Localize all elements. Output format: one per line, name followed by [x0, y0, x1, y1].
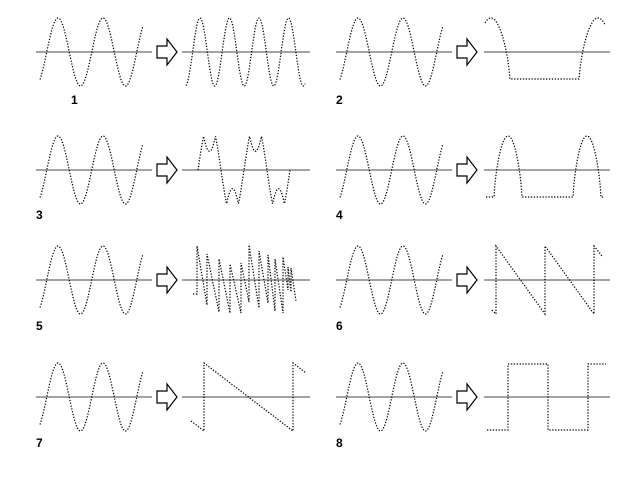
panel-label-3: 3 [36, 208, 43, 222]
input-sine-wave-4 [339, 135, 444, 205]
output-wave-7 [190, 361, 307, 433]
output-wave-4 [486, 135, 604, 198]
arrow-icon-7 [156, 382, 178, 412]
panel-label-5: 5 [36, 319, 43, 333]
input-sine-wave-5 [39, 245, 144, 315]
arrow-icon-3 [156, 155, 178, 185]
output-wave-8 [487, 363, 606, 431]
output-wave-6 [491, 244, 603, 316]
output-wave-1 [185, 17, 306, 87]
panel-label-6: 6 [336, 319, 343, 333]
arrow-icon-2 [456, 37, 478, 67]
panel-label-2: 2 [336, 93, 343, 107]
input-sine-wave-6 [339, 245, 444, 315]
output-wave-3 [197, 136, 291, 204]
arrow-icon-5 [156, 265, 178, 295]
input-sine-wave-7 [39, 362, 144, 432]
arrow-icon-6 [456, 265, 478, 295]
arrow-icon-4 [456, 155, 478, 185]
input-sine-wave-3 [39, 135, 144, 205]
input-sine-wave-1 [39, 17, 144, 87]
output-wave-2 [484, 17, 606, 80]
panel-label-1: 1 [71, 93, 78, 107]
panel-label-7: 7 [36, 436, 43, 450]
arrow-icon-8 [456, 382, 478, 412]
output-wave-5 [193, 244, 297, 314]
input-sine-wave-8 [339, 362, 444, 432]
panel-label-8: 8 [336, 436, 343, 450]
input-sine-wave-2 [339, 17, 444, 87]
arrow-icon-1 [156, 37, 178, 67]
panel-label-4: 4 [336, 208, 343, 222]
